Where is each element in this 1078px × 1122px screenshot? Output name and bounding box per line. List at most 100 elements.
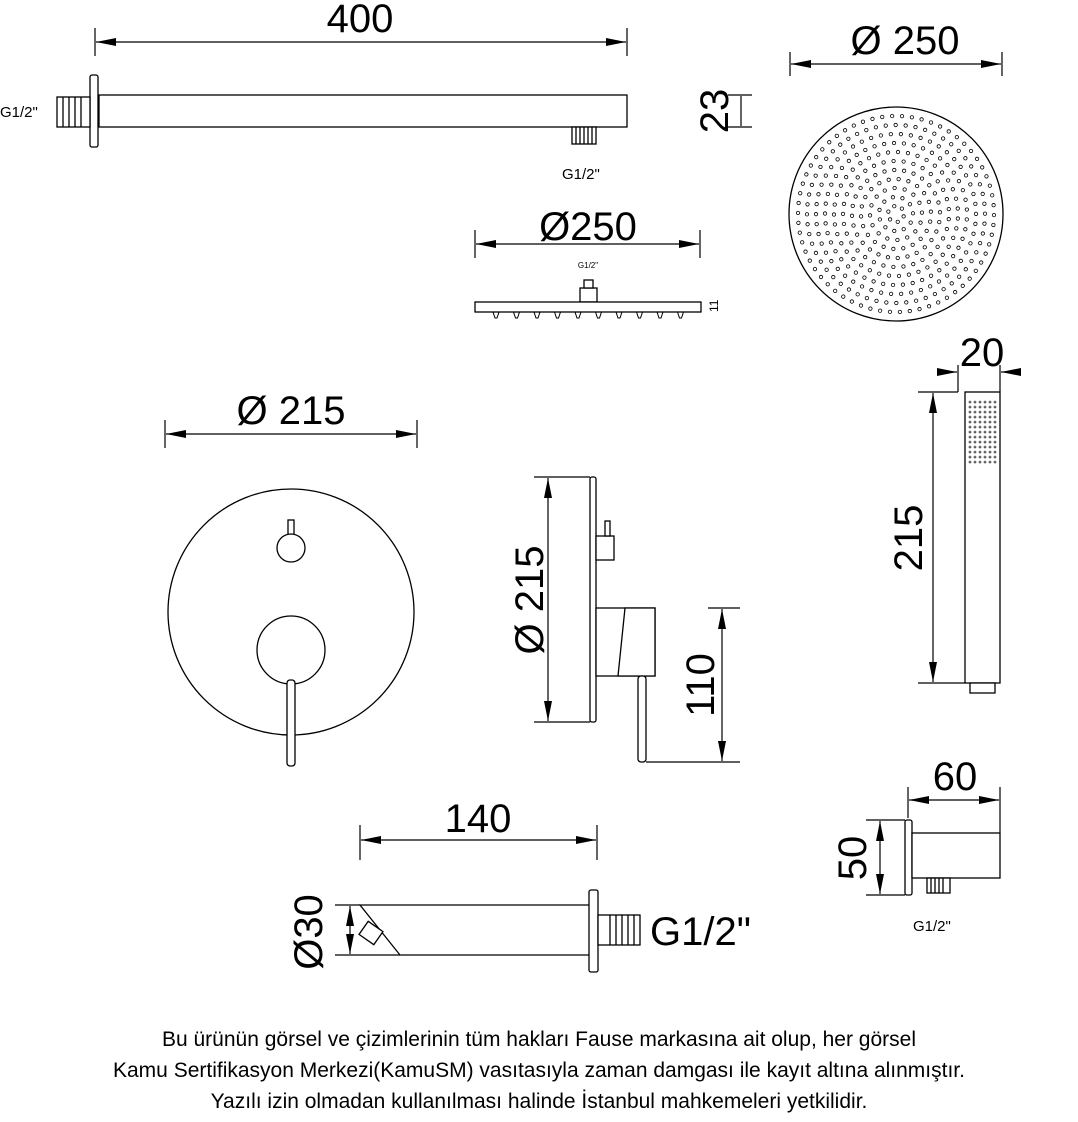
nozzle-dot xyxy=(953,290,958,295)
nozzle-dot xyxy=(877,207,882,212)
nozzle-dot xyxy=(855,175,860,180)
nozzle-dot xyxy=(877,217,882,222)
nozzle-dot xyxy=(937,219,942,225)
nozzle-dot xyxy=(907,202,913,207)
hand-nozzle xyxy=(988,410,992,414)
nozzle-dot xyxy=(956,245,961,250)
nozzle-dot xyxy=(814,202,819,207)
nozzle-dot xyxy=(913,125,918,130)
nozzle-dot xyxy=(901,264,906,269)
nozzle-dot xyxy=(910,280,915,286)
nozzle-dot xyxy=(914,183,920,189)
nozzle-dot xyxy=(935,179,940,184)
nozzle-dot xyxy=(839,257,844,262)
nozzle-dot xyxy=(829,182,834,187)
nozzle-dot xyxy=(843,273,848,278)
nozzle-dot xyxy=(984,174,989,179)
mixer-side-view: Ø 215 110 xyxy=(508,476,740,763)
nozzle-dot xyxy=(960,236,965,241)
hand-nozzle xyxy=(978,425,982,429)
nozzle-dot xyxy=(850,203,855,209)
nozzle-dot xyxy=(819,182,824,187)
nozzle-dot xyxy=(872,239,878,245)
nozzle-dot xyxy=(870,223,875,228)
nozzle-dot xyxy=(814,155,819,160)
nozzle-dot xyxy=(892,204,897,209)
nozzle-dot xyxy=(804,212,810,217)
nozzle-dot xyxy=(882,199,887,204)
nozzle-dot xyxy=(906,179,911,184)
hand-nozzle xyxy=(983,455,987,459)
hand-nozzle xyxy=(968,435,972,439)
nozzle-dot xyxy=(973,201,978,206)
nozzle-dot xyxy=(899,114,905,119)
outlet-thread-label: G1/2" xyxy=(913,918,951,935)
nozzle-dot xyxy=(798,191,803,196)
nozzle-dot xyxy=(901,141,907,146)
nozzle-dot xyxy=(797,230,802,235)
nozzle-dot xyxy=(892,185,897,191)
side-thickness-label: 11 xyxy=(707,299,721,312)
hand-nozzle xyxy=(983,460,987,464)
nozzle-dot xyxy=(939,170,945,175)
nozzle-dot xyxy=(890,282,896,288)
nozzle-dot xyxy=(924,157,929,163)
hand-nozzle xyxy=(973,450,977,454)
nozzle-dot xyxy=(829,259,834,264)
nozzle-dot xyxy=(816,192,821,197)
nozzle-dot xyxy=(987,242,992,247)
hand-nozzle xyxy=(993,460,997,464)
hand-nozzle xyxy=(988,455,992,459)
hand-nozzle xyxy=(993,435,997,439)
nozzle-dot xyxy=(807,232,812,237)
nozzle-dot xyxy=(864,127,869,133)
hand-nozzle xyxy=(988,405,992,409)
nozzle-dot xyxy=(901,214,906,219)
nozzle-dot xyxy=(919,117,924,122)
nozzle-dot xyxy=(818,274,824,280)
hand-nozzle xyxy=(988,435,992,439)
nozzle-dot xyxy=(944,150,949,155)
nozzle-dot xyxy=(954,135,959,140)
nozzle-dot xyxy=(882,169,887,174)
nozzle-dot xyxy=(922,127,928,132)
hand-nozzle xyxy=(993,455,997,459)
nozzle-dot xyxy=(872,144,877,149)
nozzle-dot xyxy=(919,210,925,215)
nozzle-dot xyxy=(830,149,835,154)
nozzle-dot xyxy=(898,132,903,137)
nozzle-dot xyxy=(805,222,810,227)
arm-thread-left-label: G1/2" xyxy=(0,104,38,121)
nozzle-dot xyxy=(849,299,854,304)
nozzle-dot xyxy=(936,200,941,205)
nozzle-dot xyxy=(920,277,925,283)
nozzle-dot xyxy=(823,221,828,226)
hand-nozzle xyxy=(983,450,987,454)
nozzle-dot xyxy=(825,230,830,236)
footer-line: Yazılı izin olmadan kullanılması halinde… xyxy=(210,1090,868,1113)
nozzle-dot xyxy=(818,259,823,264)
nozzle-dot xyxy=(937,268,942,273)
nozzle-dot xyxy=(907,308,912,314)
nozzle-dot xyxy=(980,231,985,236)
nozzle-dot xyxy=(887,309,893,314)
nozzle-dot xyxy=(849,240,854,245)
nozzle-dot xyxy=(945,162,950,168)
nozzle-dot xyxy=(922,245,927,250)
nozzle-dot xyxy=(913,229,918,234)
nozzle-dot xyxy=(932,131,937,136)
nozzle-dot xyxy=(920,166,925,171)
nozzle-dot xyxy=(944,197,949,202)
nozzle-dot xyxy=(911,161,916,167)
nozzle-dot xyxy=(870,116,875,121)
nozzle-dot xyxy=(840,211,846,217)
nozzle-dot xyxy=(850,144,856,149)
nozzle-dot xyxy=(874,298,879,303)
nozzle-dot xyxy=(893,122,898,128)
nozzle xyxy=(594,311,603,319)
nozzle-dot xyxy=(876,252,881,257)
nozzle-dot xyxy=(859,263,864,268)
hand-nozzle xyxy=(973,445,977,449)
nozzle-dot xyxy=(809,241,815,246)
nozzle-dot xyxy=(892,167,897,173)
